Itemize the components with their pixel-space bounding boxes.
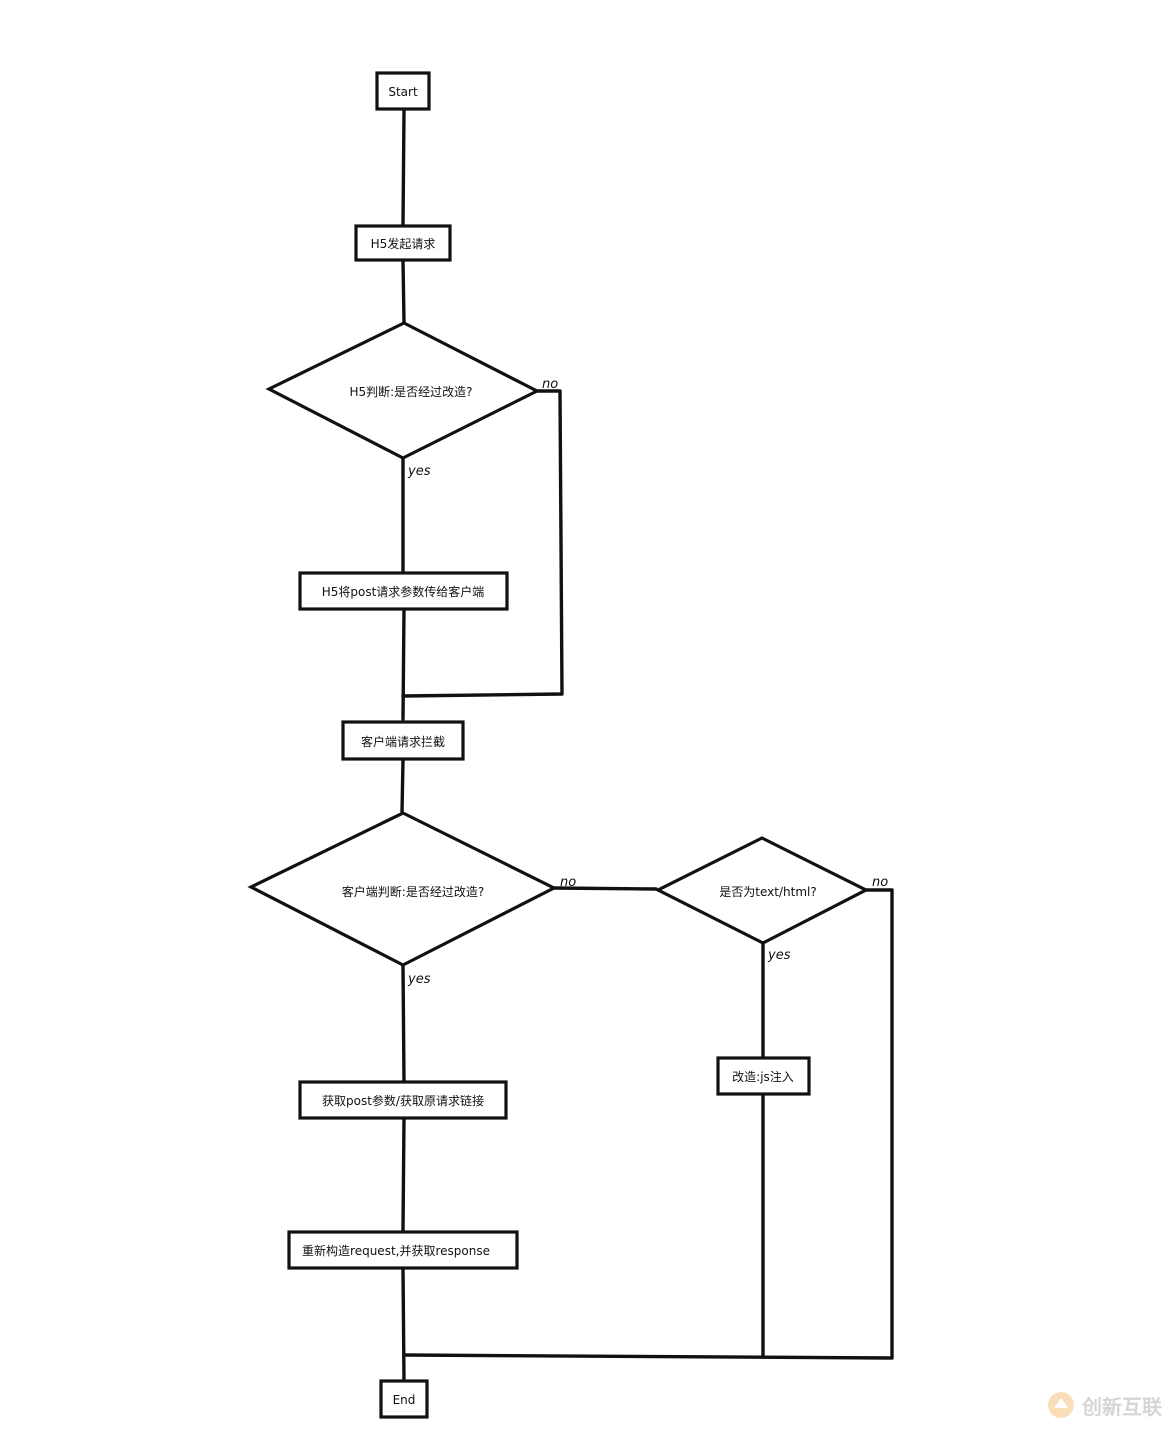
edge-get-params-to-rebuild — [401, 1116, 406, 1232]
node-rebuild-request: 重新构造request,并获取response — [287, 1230, 519, 1270]
node-get-params-label: 获取post参数/获取原请求链接 — [322, 1093, 484, 1108]
edge-h5-request-to-h5-check — [401, 258, 406, 325]
node-h5-request-label: H5发起请求 — [371, 236, 436, 251]
label-text-html-yes: yes — [767, 948, 791, 963]
node-get-params: 获取post参数/获取原请求链接 — [298, 1080, 508, 1120]
edge-rebuild-to-end — [401, 1266, 406, 1383]
edge-labels: no yes no yes no yes — [407, 377, 888, 987]
label-client-check-yes: yes — [407, 972, 431, 987]
label-h5-check-yes: yes — [407, 464, 431, 479]
watermark-logo-icon — [1048, 1392, 1074, 1418]
node-is-text-html: 是否为text/html? — [654, 836, 870, 945]
node-is-text-html-label: 是否为text/html? — [719, 885, 816, 899]
node-end-label: End — [393, 1393, 416, 1407]
watermark-text: 创新互联 — [1082, 1394, 1162, 1419]
node-start: Start — [375, 71, 431, 111]
label-client-check-no: no — [560, 875, 576, 890]
node-inject-js-label: 改造:js注入 — [732, 1069, 794, 1084]
node-client-intercept: 客户端请求拦截 — [341, 720, 465, 761]
node-end: End — [379, 1379, 429, 1419]
node-client-check-label: 客户端判断:是否经过改造? — [342, 884, 484, 899]
node-client-intercept-label: 客户端请求拦截 — [361, 734, 445, 749]
node-h5-pass-params: H5将post请求参数传给客户端 — [298, 571, 509, 611]
edge-text-html-no — [402, 888, 894, 1360]
node-h5-pass-params-label: H5将post请求参数传给客户端 — [322, 584, 485, 599]
node-inject-js: 改造:js注入 — [716, 1056, 811, 1096]
edge-client-intercept-to-client-check — [400, 758, 405, 815]
node-h5-check: H5判断:是否经过改造? — [265, 321, 541, 460]
edge-client-check-yes — [401, 963, 406, 1083]
node-start-label: Start — [388, 85, 418, 99]
label-h5-check-no: no — [542, 377, 558, 392]
edges — [400, 109, 894, 1383]
edge-h5-check-no — [401, 389, 564, 698]
node-rebuild-request-label: 重新构造request,并获取response — [302, 1243, 490, 1258]
label-text-html-no: no — [872, 875, 888, 890]
edge-start-to-h5-request — [401, 109, 406, 228]
edge-h5-pass-params-to-merge — [401, 607, 406, 721]
node-h5-check-label: H5判断:是否经过改造? — [349, 384, 472, 399]
node-h5-request: H5发起请求 — [354, 224, 452, 262]
node-client-check: 客户端判断:是否经过改造? — [247, 811, 558, 967]
edge-client-check-no — [552, 886, 658, 891]
watermark: 创新互联 — [1046, 1390, 1162, 1420]
